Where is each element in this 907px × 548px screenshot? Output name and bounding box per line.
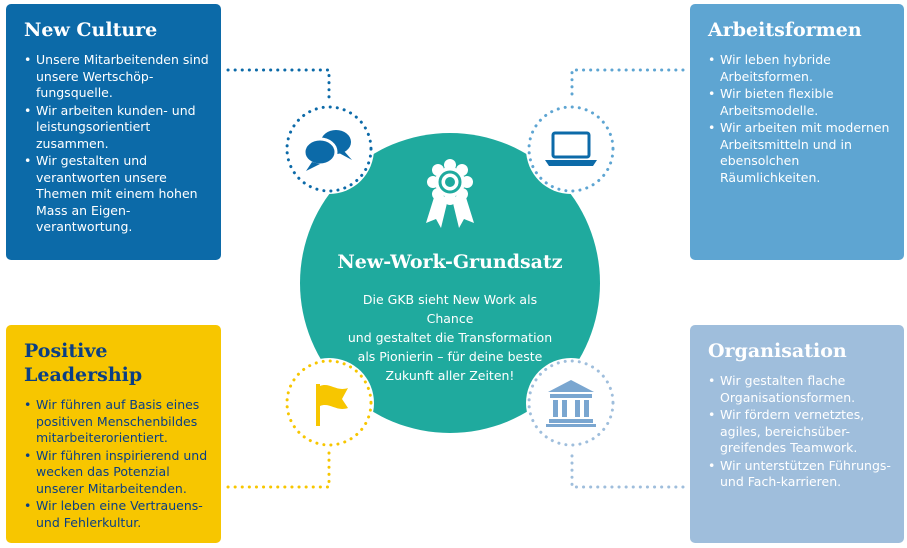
organisation-list: Wir gestalten flache Organisationsformen… [708,373,892,491]
center-line: und gestaltet die Transformation [347,330,553,345]
laptop-icon [545,131,597,166]
new-culture-panel: New Culture Unsere Mitarbeitenden sind u… [6,4,221,260]
leadership-icon-circle [284,358,374,448]
center-description: Die GKB sieht New Work als Chance und ge… [338,290,562,385]
award-rosette-icon [426,159,474,228]
chat-bubbles-icon [302,130,352,171]
list-item: Wir unterstützen Führungs- und Fach-karr… [708,458,892,491]
list-item: Wir leben eine Vertrauens- und Fehlerkul… [24,498,209,531]
list-item: Wir gestalten flache Organisationsformen… [708,373,892,406]
list-item: Wir führen inspirierend und wecken das P… [24,448,209,498]
list-item: Wir bieten flexible Arbeitsmodelle. [708,86,892,119]
bank-building-icon [546,380,596,427]
list-item: Wir führen auf Basis eines positiven Men… [24,397,209,447]
center-line: Die GKB sieht New Work als Chance [362,292,538,326]
positive-leadership-title: Positive Leadership [24,340,143,386]
connector-organisation [570,450,685,489]
organisation-title: Organisation [708,340,847,362]
connector-leadership [226,450,331,489]
center-line: als Pionierin – für deine beste [357,349,543,364]
organisation-panel: Organisation Wir gestalten flache Organi… [690,325,904,543]
center-line: Zukunft aller Zeiten! [385,368,515,383]
connector-culture [226,68,331,102]
flag-icon [316,384,348,426]
list-item: Unsere Mitarbeitenden sind unsere Wertsc… [24,52,209,102]
arbeitsformen-list: Wir leben hybride Arbeitsformen. Wir bie… [708,52,892,186]
list-item: Wir fördern vernetztes, agiles, bereichs… [708,407,892,457]
culture-icon-circle [284,104,374,194]
new-culture-title: New Culture [24,19,158,41]
list-item: Wir arbeiten kunden- und leistungsorient… [24,103,209,153]
arbeitsformen-title: Arbeitsformen [708,19,862,41]
list-item: Wir leben hybride Arbeitsformen. [708,52,892,85]
list-item: Wir arbeiten mit modernen Arbeitsmitteln… [708,120,892,186]
connector-arbeitsformen [570,68,685,102]
positive-leadership-list: Wir führen auf Basis eines positiven Men… [24,397,209,531]
arbeitsformen-panel: Arbeitsformen Wir leben hybride Arbeitsf… [690,4,904,260]
positive-leadership-panel: Positive Leadership Wir führen auf Basis… [6,325,221,543]
center-title: New-Work-Grundsatz [337,251,563,273]
arbeitsformen-icon-circle [526,104,616,194]
organisation-icon-circle [526,358,616,448]
list-item: Wir gestalten und verantworten unsere Th… [24,153,209,236]
new-culture-list: Unsere Mitarbeitenden sind unsere Wertsc… [24,52,209,236]
